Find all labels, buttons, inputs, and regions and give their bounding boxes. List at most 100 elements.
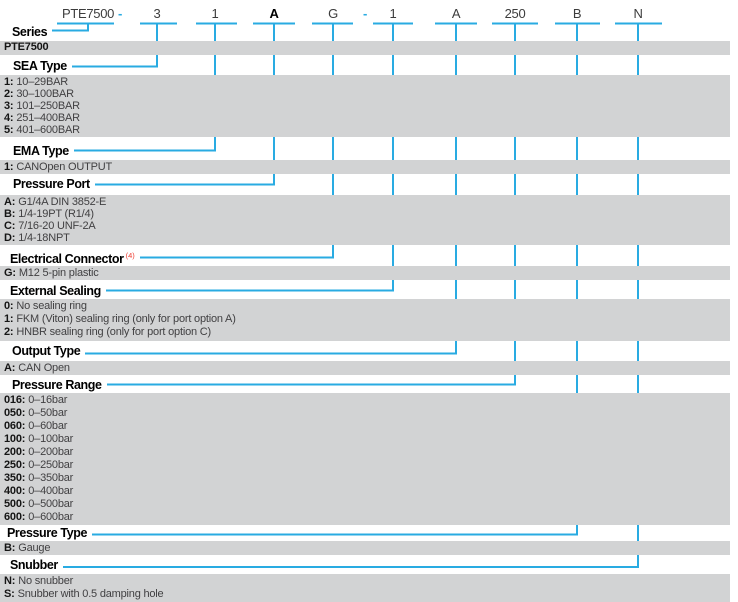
option-label: 0–100bar [28, 432, 74, 445]
option-label: 0–200bar [28, 445, 74, 458]
option-row: 5000–500bar [0, 498, 730, 511]
section-title-text: Electrical Connector [10, 252, 124, 266]
option-label: 7/16-20 UNF-2A [18, 219, 96, 232]
section-title-text: Snubber [10, 558, 58, 572]
code-segment: 1 [389, 6, 397, 21]
option-label: 0–400bar [28, 484, 74, 497]
option-label: 0–350bar [28, 471, 74, 484]
option-row: 1CANOpen OUTPUT [0, 160, 730, 173]
option-label: G1/4A DIN 3852-E [18, 195, 107, 208]
code-segment: B [572, 6, 582, 21]
option-label: 101–250BAR [16, 99, 80, 112]
option-code: 2 [4, 326, 13, 338]
options-band-external-sealing: 0No sealing ring1FKM (Viton) sealing rin… [0, 298, 730, 341]
option-row: 230–100BAR [0, 88, 730, 100]
option-code: A [4, 362, 15, 374]
option-label: 30–100BAR [16, 87, 74, 100]
section-title-snubber: Snubber [10, 558, 58, 573]
option-row: 3101–250BAR [0, 100, 730, 112]
option-code: 1 [4, 313, 13, 325]
code-separator: - [117, 6, 123, 21]
option-label: 251–400BAR [16, 111, 80, 124]
code-segment: PTE7500 [61, 6, 115, 21]
option-row: NNo snubber [0, 574, 730, 588]
option-row: 2HNBR sealing ring (only for port option… [0, 326, 730, 339]
option-label: 0–500bar [28, 497, 74, 510]
option-code: 1 [4, 161, 13, 173]
option-row: B1/4-19PT (R1/4) [0, 208, 730, 220]
option-row: 0No sealing ring [0, 299, 730, 313]
option-row: 110–29BAR [0, 75, 730, 88]
options-band-ema-type: 1CANOpen OUTPUT [0, 160, 730, 174]
option-code: N [4, 575, 15, 587]
option-label: 0–60bar [28, 419, 68, 432]
code-segment: A [451, 6, 461, 21]
code-segment: G [328, 6, 338, 21]
options-band-pressure-port: AG1/4A DIN 3852-EB1/4-19PT (R1/4)C7/16-2… [0, 194, 730, 245]
option-label: 401–600BAR [16, 123, 80, 136]
option-code: PTE7500 [4, 41, 49, 53]
section-title-text: Series [12, 25, 48, 39]
option-code: 2 [4, 88, 13, 100]
option-label: Snubber with 0.5 damping hole [17, 587, 164, 600]
option-row: D1/4-18NPT [0, 232, 730, 244]
option-code: B [4, 542, 15, 554]
section-title-text: External Sealing [10, 284, 101, 298]
section-title-electrical-connector: Electrical Connector(4) [10, 248, 135, 267]
options-band-electrical-connector: GM12 5-pin plastic [0, 265, 730, 280]
option-label: M12 5-pin plastic [18, 266, 99, 279]
section-title-pressure-range: Pressure Range [12, 378, 102, 393]
option-row: PTE7500 [0, 41, 730, 54]
option-row: 4000–400bar [0, 485, 730, 498]
option-label: 0–250bar [28, 458, 74, 471]
option-row: 5401–600BAR [0, 124, 730, 136]
section-title-pressure-type: Pressure Type [7, 526, 87, 541]
options-band-series: PTE7500 [0, 41, 730, 55]
option-label: 0–50bar [28, 406, 68, 419]
section-title-series: Series [12, 25, 48, 40]
options-band-output-type: ACAN Open [0, 361, 730, 375]
section-title-text: Pressure Range [12, 378, 102, 392]
option-label: CANOpen OUTPUT [16, 161, 112, 173]
section-title-text: Output Type [12, 344, 81, 358]
option-code: A [4, 196, 15, 208]
option-row: BGauge [0, 541, 730, 554]
section-title-external-sealing: External Sealing [10, 284, 101, 299]
section-title-output-type: Output Type [12, 344, 81, 359]
option-row: 4251–400BAR [0, 112, 730, 124]
option-row: SSnubber with 0.5 damping hole [0, 588, 730, 601]
option-row: 0600–60bar [0, 420, 730, 433]
option-row: 2000–200bar [0, 446, 730, 459]
option-row: 0500–50bar [0, 407, 730, 420]
option-row: GM12 5-pin plastic [0, 266, 730, 279]
section-title-text: SEA Type [13, 59, 67, 73]
option-row: AG1/4A DIN 3852-E [0, 195, 730, 208]
option-row: 3500–350bar [0, 472, 730, 485]
option-code: 5 [4, 124, 13, 136]
option-row: 1000–100bar [0, 433, 730, 446]
code-segment: 3 [153, 6, 161, 21]
option-code: 060 [4, 420, 25, 432]
option-code: 050 [4, 407, 25, 419]
option-row: ACAN Open [0, 361, 730, 374]
option-code: 1 [4, 76, 13, 88]
section-title-text: Pressure Port [13, 177, 90, 191]
section-title-pressure-port: Pressure Port [13, 177, 90, 192]
option-label: 0–600bar [28, 510, 74, 523]
option-code: 350 [4, 472, 25, 484]
section-title-ema-type: EMA Type [13, 144, 69, 159]
option-row: 2500–250bar [0, 459, 730, 472]
code-separator: - [362, 6, 368, 21]
option-label: HNBR sealing ring (only for port option … [16, 326, 211, 339]
option-code: B [4, 208, 15, 220]
option-label: 10–29BAR [16, 75, 68, 88]
option-label: 1/4-18NPT [18, 231, 70, 244]
option-code: 200 [4, 446, 25, 458]
options-band-sea-type: 110–29BAR230–100BAR3101–250BAR4251–400BA… [0, 74, 730, 137]
option-label: Gauge [18, 542, 51, 554]
footnote-marker: (4) [125, 251, 135, 260]
